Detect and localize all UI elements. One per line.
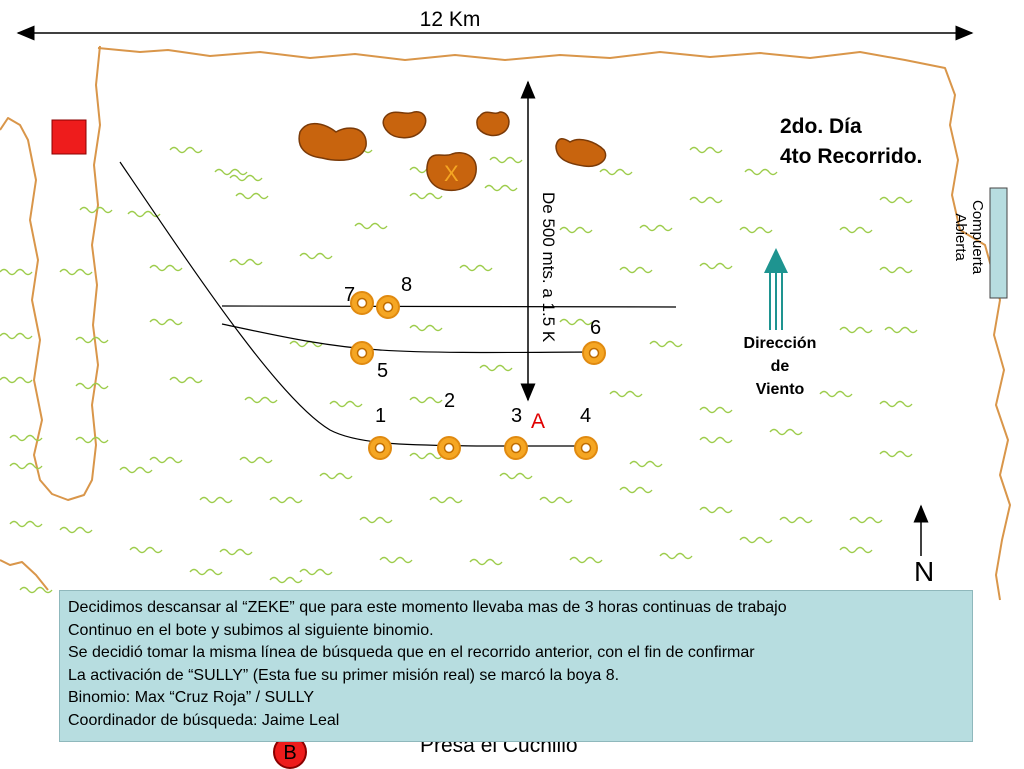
gate-rect: [989, 187, 1008, 299]
gate-label: Compuerta Abierta: [952, 200, 986, 274]
shoreline-southwest: [0, 559, 49, 591]
gate-label-line2: Abierta: [952, 213, 969, 261]
buoy-8: [376, 295, 400, 319]
info-line-2: Continuo en el bote y subimos al siguien…: [68, 621, 434, 639]
rocks: [298, 111, 607, 192]
shoreline-west: [0, 45, 101, 501]
buoy-number-3: 3: [511, 405, 523, 427]
rock-4: [555, 138, 607, 168]
marker-x: X: [444, 161, 459, 186]
buoy-3: [504, 436, 528, 460]
search-line-curve: [119, 161, 590, 447]
search-line-top: [221, 305, 677, 308]
buoy-number-4: 4: [580, 405, 592, 427]
buoy-number-5: 5: [377, 360, 389, 382]
wind-label-line3: Viento: [755, 381, 805, 398]
rock-5: [426, 152, 477, 192]
buoy-number-8: 8: [401, 274, 413, 296]
buoy-number-1: 1: [375, 405, 387, 427]
red-square-marker: [51, 119, 87, 155]
title-line-route: 4to Recorrido.: [780, 145, 923, 168]
shoreline: [97, 47, 1011, 601]
rock-2: [382, 111, 427, 139]
info-line-4: La activación de “SULLY” (Esta fue su pr…: [68, 666, 620, 684]
gate-label-line1: Compuerta: [969, 200, 986, 275]
buoy-2: [437, 436, 461, 460]
scale-label: 12 Km: [419, 8, 481, 31]
info-line-1: Decidimos descansar al “ZEKE” que para e…: [68, 599, 787, 616]
wind-label-line1: Dirección: [743, 335, 817, 352]
info-box: Decidimos descansar al “ZEKE” que para e…: [59, 590, 973, 742]
buoy-7: [350, 291, 374, 315]
buoys: [350, 291, 606, 460]
distance-label: De 500 mts. a 1.5 K: [539, 192, 558, 343]
buoy-5: [350, 341, 374, 365]
rock-3: [476, 111, 510, 137]
wind-arrow-icon: [764, 248, 788, 330]
buoy-number-7: 7: [344, 284, 356, 306]
marker-a: A: [531, 410, 546, 433]
search-line-middle: [221, 323, 597, 354]
grass-marks: [0, 146, 918, 600]
wind-label: Dirección de Viento: [730, 332, 830, 401]
info-line-3: Se decidió tomar la misma línea de búsqu…: [68, 644, 755, 661]
buoy-number-6: 6: [590, 317, 602, 339]
rock-1: [298, 122, 367, 161]
buoy-4: [574, 436, 598, 460]
north-label: N: [914, 556, 935, 587]
wind-label-line2: de: [770, 358, 790, 375]
buoy-1: [368, 436, 392, 460]
info-line-5: Binomio: Max “Cruz Roja” / SULLY: [68, 689, 314, 706]
title-line-day: 2do. Día: [780, 115, 862, 138]
buoy-6: [582, 341, 606, 365]
info-line-6: Coordinador de búsqueda: Jaime Leal: [68, 711, 340, 729]
title-block: 2do. Día 4to Recorrido.: [780, 112, 922, 172]
buoy-number-2: 2: [444, 390, 456, 412]
